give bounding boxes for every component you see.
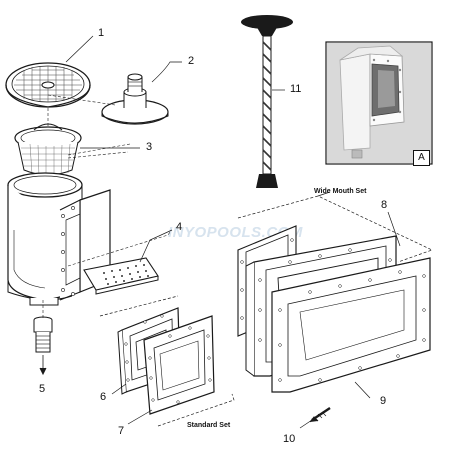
- pipe-fitting[interactable]: [33, 316, 53, 376]
- callout-10: 10: [283, 433, 296, 445]
- standard-bracket: [99, 295, 235, 427]
- skimmer-lid[interactable]: [5, 62, 91, 108]
- wide-mouth-set-label: Wide Mouth Set: [314, 188, 367, 195]
- telescopic-pole[interactable]: [241, 15, 293, 188]
- inset-label: A: [413, 150, 430, 166]
- leader-10: [299, 419, 313, 429]
- vacuum-plate[interactable]: [101, 73, 169, 125]
- callout-11: 11: [290, 83, 302, 95]
- callout-7: 7: [118, 425, 125, 437]
- leader-8: [387, 211, 401, 247]
- standard-set-label: Standard Set: [187, 422, 231, 429]
- guide-plate: [47, 94, 116, 106]
- callout-9: 9: [380, 395, 387, 407]
- callout-4: 4: [176, 221, 183, 233]
- callout-1: 1: [98, 27, 105, 39]
- skimmer-body[interactable]: [7, 172, 111, 306]
- callout-5: 5: [39, 383, 46, 395]
- leader-6: [111, 383, 127, 395]
- callout-2: 2: [188, 55, 195, 67]
- wide-mouth-gasket-front[interactable]: [271, 257, 431, 393]
- skimmer-basket[interactable]: [14, 123, 82, 177]
- leader-4: [139, 229, 173, 263]
- callout-3: 3: [146, 141, 153, 153]
- dashed-3: [67, 143, 131, 159]
- leader-7: [127, 409, 153, 425]
- mounting-screw[interactable]: [309, 407, 331, 423]
- callout-6: 6: [100, 391, 107, 403]
- wide-mouth-bracket: [237, 195, 433, 263]
- dashed-4: [67, 231, 171, 267]
- leader-1: [65, 35, 94, 63]
- leader-2: [151, 61, 182, 83]
- weir-door[interactable]: [83, 257, 159, 295]
- callout-8: 8: [381, 199, 388, 211]
- leader-9: [354, 381, 371, 399]
- standard-gasket[interactable]: [143, 315, 215, 415]
- inset-photo: [325, 41, 433, 165]
